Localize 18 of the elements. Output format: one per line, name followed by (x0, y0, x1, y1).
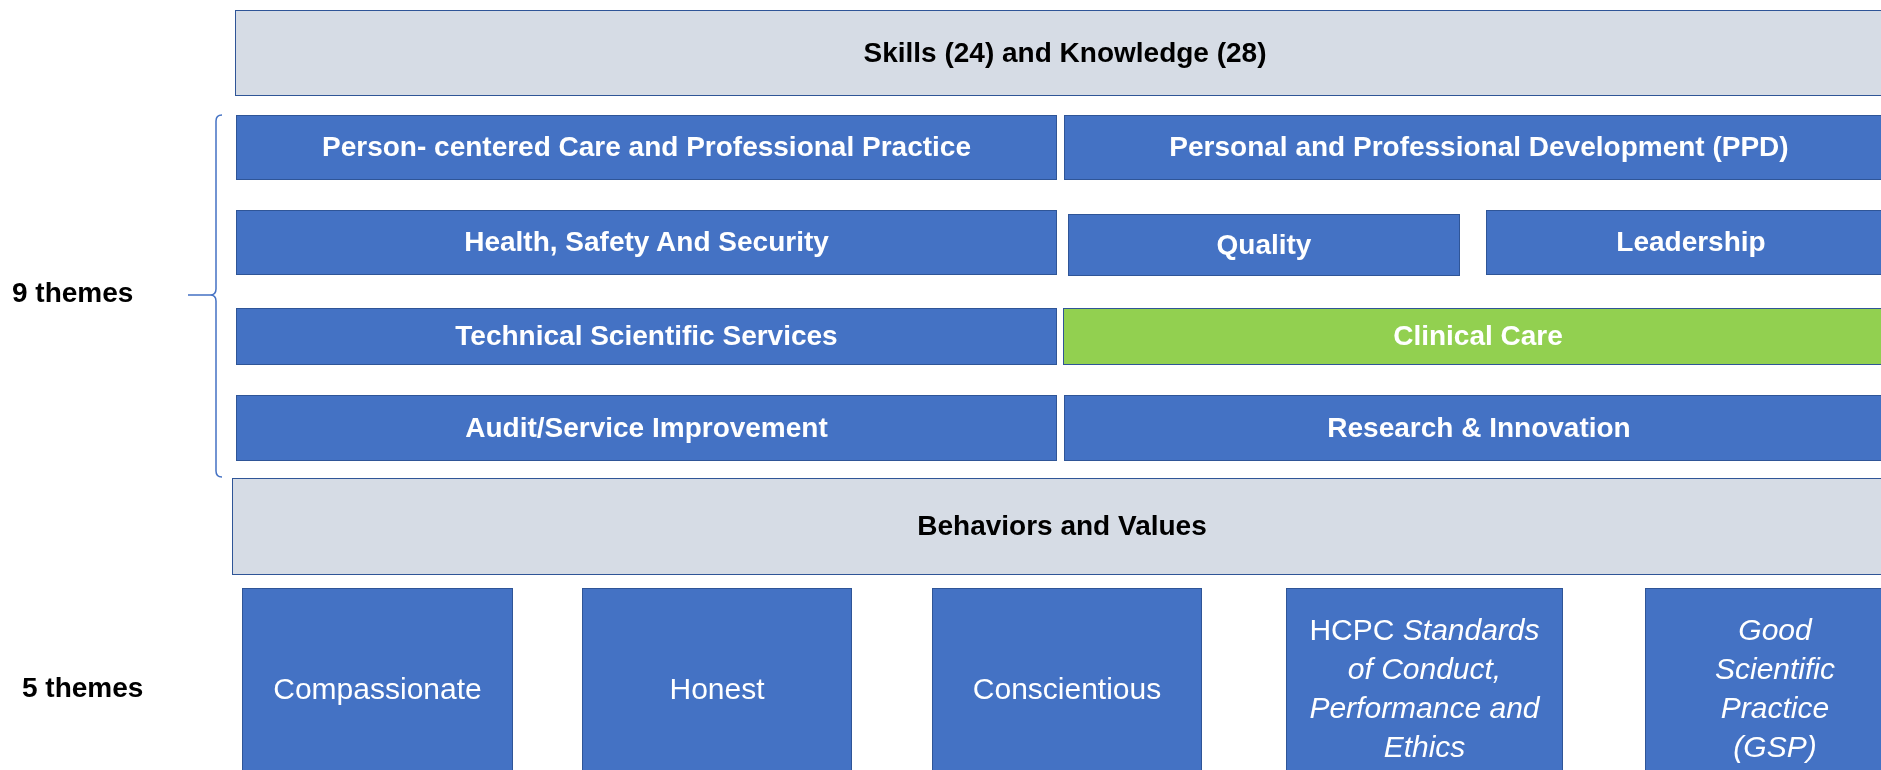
value-box: Good Scientific Practice (GSP) (1645, 588, 1881, 770)
theme-box: Person- centered Care and Professional Practice (236, 115, 1057, 180)
value-box: HCPC Standards of Conduct, Performance and Ethics (1286, 588, 1563, 770)
value-box: Compassionate (242, 588, 513, 770)
theme-box: Technical Scientific Services (236, 308, 1057, 365)
theme-box: Health, Safety And Security (236, 210, 1057, 275)
theme-count-label: 9 themes (12, 277, 134, 309)
theme-box: Clinical Care (1063, 308, 1881, 365)
value-box: Conscientious (932, 588, 1202, 770)
section-band: Behaviors and Values (232, 478, 1881, 575)
value-box: Honest (582, 588, 852, 770)
section-band: Skills (24) and Knowledge (28) (235, 10, 1881, 96)
theme-box: Personal and Professional Development (PPD) (1064, 115, 1881, 180)
theme-box: Leadership (1486, 210, 1881, 275)
theme-box: Research & Innovation (1064, 395, 1881, 461)
theme-box: Audit/Service Improvement (236, 395, 1057, 461)
theme-box: Quality (1068, 214, 1460, 276)
theme-count-label: 5 themes (22, 672, 144, 704)
